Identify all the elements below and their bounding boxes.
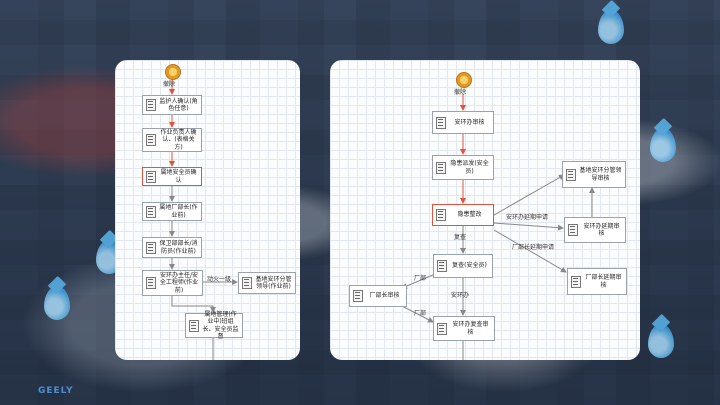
- document-icon: [437, 322, 447, 335]
- flow-node[interactable]: 属地厂部长(作业前): [142, 202, 202, 221]
- flow-node[interactable]: 基地安环分管领导(作业前): [238, 272, 296, 294]
- edge-L6-L8: [171, 296, 216, 313]
- document-icon: [568, 224, 578, 236]
- document-icon: [436, 161, 446, 174]
- left-flowchart-panel: 撤除 监护人确认(角色任意) 作业负责人确认、(表格关方) 属地安全员确认 属地…: [115, 60, 300, 360]
- document-icon: [242, 277, 252, 289]
- edge-label: 厂部: [414, 310, 427, 317]
- flow-node[interactable]: 保卫部部长/消防员(作业前): [142, 237, 202, 258]
- start-node-icon: [456, 72, 472, 88]
- flow-node[interactable]: 安环办复查审核: [433, 316, 495, 341]
- flow-node-active[interactable]: 隐患整改: [432, 204, 494, 226]
- edge-R3-R7: [493, 174, 565, 216]
- edge-label: 安环办: [451, 292, 470, 299]
- document-icon: [189, 319, 199, 332]
- flow-node[interactable]: 属地管理(作业中)班组长、安全员监督: [185, 311, 243, 340]
- flow-node-active[interactable]: 属地安全员确认: [142, 167, 202, 186]
- start-label: 撤除: [454, 89, 467, 96]
- document-icon: [146, 241, 156, 254]
- water-drop-icon: [648, 324, 674, 358]
- brand-logo: GEELY: [38, 386, 74, 396]
- document-icon: [437, 260, 447, 272]
- flow-node[interactable]: 厂部长延期审核: [567, 268, 627, 295]
- flow-node[interactable]: 作业负责人确认、(表格关方): [142, 128, 202, 152]
- right-flowchart-panel: 撤除 安环办审核 隐患派发(安全员) 隐患整改 基地安环分管领导审核 安环办延期…: [330, 60, 640, 360]
- water-drop-icon: [598, 10, 624, 44]
- start-node-icon: [165, 64, 181, 80]
- edge-R3-R9: [493, 229, 567, 273]
- document-icon: [566, 168, 576, 181]
- left-flow-edges: [169, 80, 238, 360]
- flow-node[interactable]: 隐患派发(安全员): [432, 155, 494, 180]
- water-drop-icon: [650, 128, 676, 162]
- flow-node[interactable]: 安环办主任/安全工程师(作业前): [142, 270, 203, 296]
- water-drop-icon: [44, 286, 70, 320]
- edge-R3-R8: [493, 222, 564, 231]
- flow-node[interactable]: 安环办审核: [432, 111, 494, 134]
- document-icon: [146, 277, 156, 289]
- edge-label: 安环办延期申请: [506, 214, 549, 221]
- document-icon: [436, 116, 446, 129]
- document-icon: [571, 275, 581, 288]
- flow-node[interactable]: 厂部长审核: [349, 285, 407, 307]
- edge-R5-R6: [401, 305, 434, 323]
- document-icon: [146, 205, 156, 218]
- flow-node[interactable]: 安环办延期审核: [564, 217, 626, 243]
- flow-node[interactable]: 基地安环分管领导审核: [562, 161, 626, 188]
- document-icon: [146, 99, 156, 111]
- document-icon: [353, 290, 363, 302]
- document-icon: [146, 134, 156, 146]
- document-icon: [436, 209, 446, 221]
- flow-node[interactable]: 监护人确认(角色任意): [142, 95, 202, 115]
- start-label: 撤除: [163, 81, 176, 88]
- edge-label: 厂部: [414, 275, 427, 282]
- flow-node[interactable]: 复查(安全员): [433, 254, 493, 278]
- edge-label: 复查: [454, 234, 467, 241]
- edge-label: 厂部长延期申请: [512, 244, 555, 251]
- edge-label: 动火一级: [207, 276, 232, 283]
- document-icon: [146, 170, 156, 183]
